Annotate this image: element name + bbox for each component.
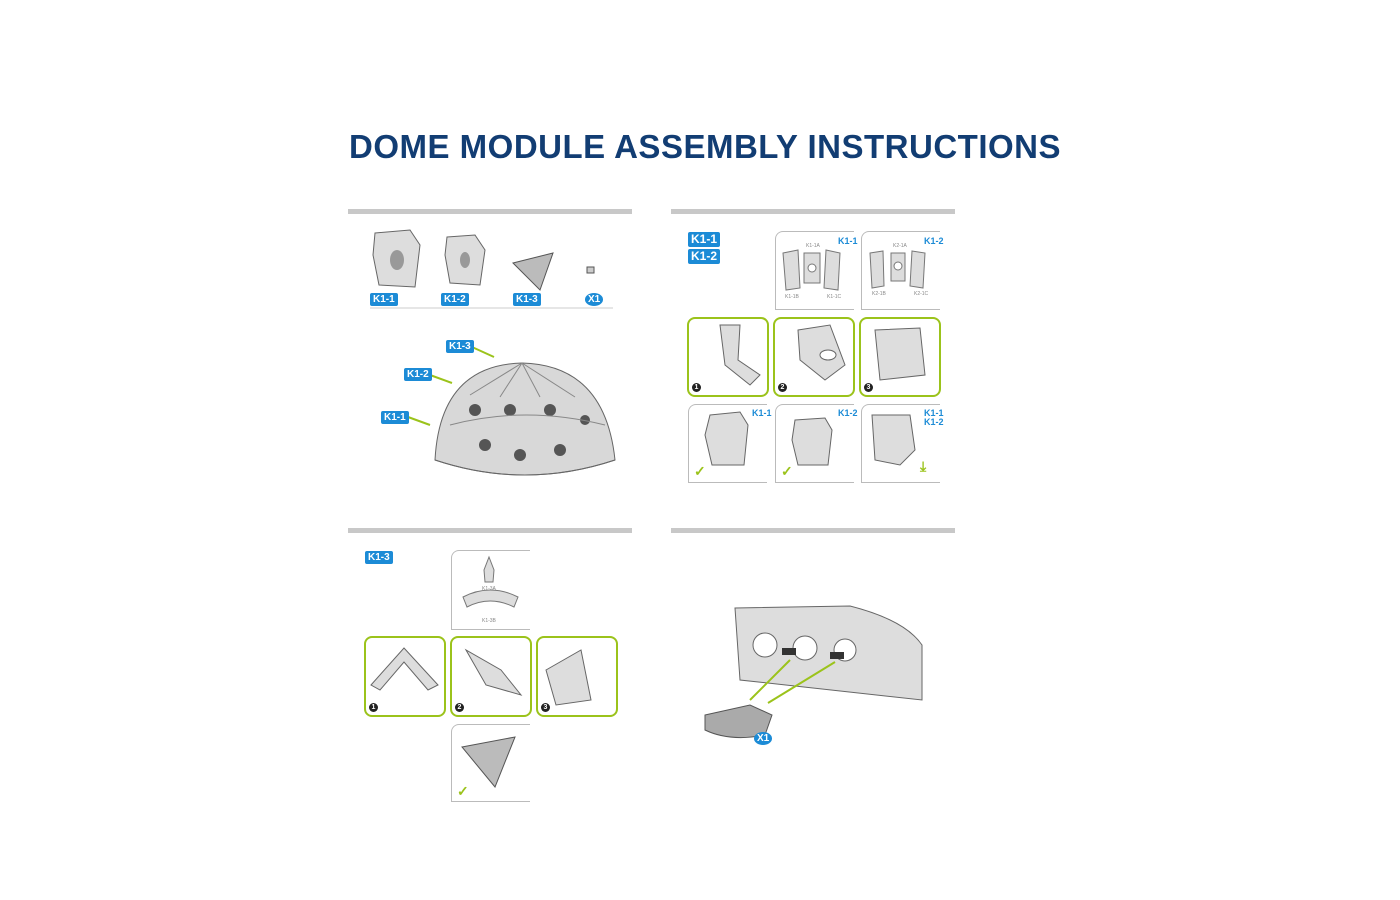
- step-illustrations: [719, 324, 926, 386]
- part-shapes: [462, 555, 519, 608]
- sheet-title: K1-1: [838, 236, 858, 246]
- check-icon: ✓: [694, 463, 706, 479]
- part-code: K2-1A: [893, 243, 907, 249]
- page-title: DOME MODULE ASSEMBLY INSTRUCTIONS: [349, 128, 1061, 165]
- result-box: [775, 404, 854, 483]
- kit-badge: K1-3: [365, 551, 393, 564]
- dome-label: K1-3: [446, 340, 474, 353]
- part-code: K2-1C: [914, 291, 929, 297]
- parts-sheet-k1-1: [775, 231, 854, 310]
- step-number: 1: [692, 383, 701, 392]
- dome-label: K1-1: [381, 411, 409, 424]
- parts-illustration: [370, 229, 613, 309]
- part-shapes: [782, 249, 926, 291]
- part-label: K1-1: [370, 293, 398, 306]
- part-code: K1-3B: [482, 618, 496, 624]
- kit-badge: K1-1: [688, 232, 721, 247]
- part-label: X1: [754, 732, 773, 745]
- parts-sheet-k1-2: [861, 231, 940, 310]
- check-icon: ✓: [781, 463, 793, 479]
- section-divider: [671, 528, 955, 533]
- result-box: [861, 404, 940, 483]
- step-box: 3: [536, 636, 618, 717]
- step-illustrations: [370, 647, 592, 706]
- part-label: K1-2: [441, 293, 469, 306]
- kit-badge: K1-2: [688, 249, 721, 264]
- result-illustration: [461, 736, 516, 788]
- parts-sheet-k1-3: [451, 550, 530, 630]
- result-label: K1-2: [924, 417, 944, 427]
- arrow-down-icon: ⤓: [920, 458, 927, 474]
- result-label: K1-2: [838, 408, 858, 418]
- result-box: [451, 724, 530, 802]
- part-code: K2-1B: [872, 291, 886, 297]
- step-number: 2: [455, 703, 464, 712]
- part-code: K1-1C: [827, 294, 842, 300]
- part-label: K1-3: [513, 293, 541, 306]
- result-illustrations: [704, 411, 916, 466]
- part-code: K1-1A: [806, 243, 820, 249]
- result-label: K1-1: [924, 408, 944, 418]
- result-label: K1-1: [752, 408, 772, 418]
- result-box: [688, 404, 767, 483]
- dome-illustration: [407, 346, 616, 476]
- dome-label: K1-2: [404, 368, 432, 381]
- connector-illustration: [704, 605, 923, 739]
- part-code: K1-3A: [482, 586, 496, 592]
- sheet-title: K1-2: [924, 236, 944, 246]
- step-number: 3: [864, 383, 873, 392]
- part-label: X1: [585, 293, 604, 306]
- section-divider: [348, 528, 632, 533]
- part-code: K1-1B: [785, 294, 799, 300]
- section-divider: [671, 209, 955, 214]
- step-number: 3: [541, 703, 550, 712]
- step-number: 2: [778, 383, 787, 392]
- check-icon: ✓: [457, 783, 469, 799]
- section-divider: [348, 209, 632, 214]
- step-number: 1: [369, 703, 378, 712]
